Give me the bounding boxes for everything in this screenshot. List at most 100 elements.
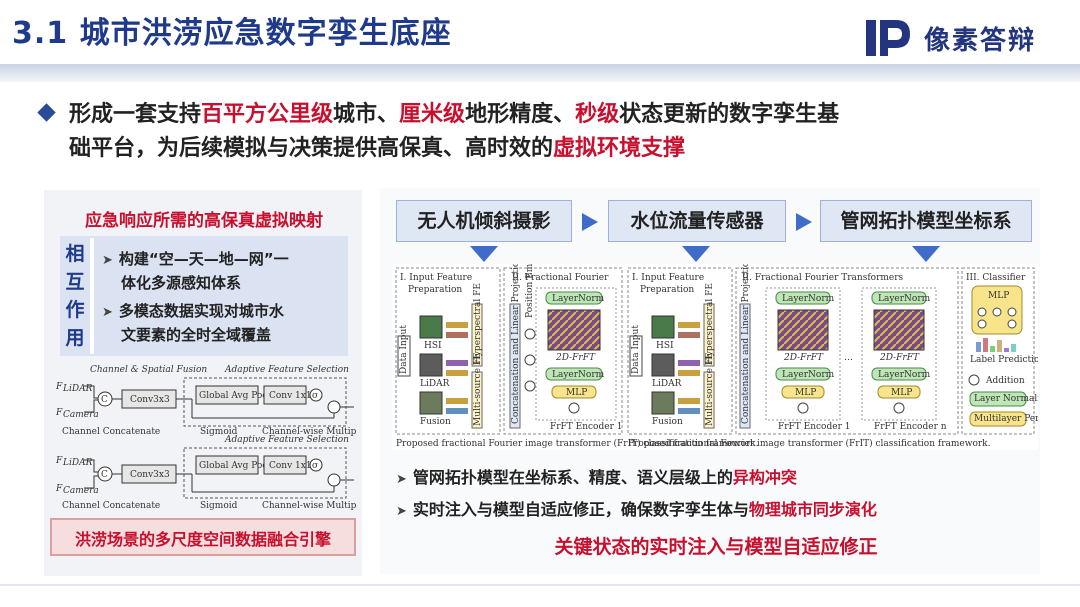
headline-highlight: 虚拟环境支撑 <box>553 136 686 161</box>
section-title: Preparation <box>408 285 462 295</box>
frft-label: 2D-FrFT <box>555 353 596 363</box>
hsi-label: HSI <box>424 341 442 351</box>
down-arrow-icon <box>912 246 940 262</box>
gap-block <box>195 385 259 405</box>
legend-multiply: Channel-wise Multiply <box>262 501 356 511</box>
diagram-title-right: Adaptive Feature Selection <box>224 435 349 445</box>
title-divider <box>0 64 1080 82</box>
conv1x1-block <box>263 385 307 405</box>
item-text: 构建“空—天—地—网”一 <box>118 250 289 268</box>
layernorm-legend-label: Layer Normalization <box>974 394 1038 404</box>
hsi-label: HSI <box>656 341 674 351</box>
gap-label: Global Avg Pool <box>199 391 271 401</box>
lidar-label: LiDAR <box>652 379 682 389</box>
layernorm-label: LayerNorm <box>552 370 605 380</box>
bullet-text: 实时注入与模型自适应修正，确保数字孪生体与 <box>412 500 749 519</box>
frft-image <box>547 309 601 351</box>
layernorm-label: LayerNorm <box>782 294 835 304</box>
concat-symbol: C <box>101 395 108 405</box>
bullet-text: 管网拓扑模型在坐标系、精度、语义层级上的 <box>412 468 733 487</box>
figure-panel-3: I. Input Feature Preparation Data Input … <box>627 267 733 435</box>
gap-block <box>195 455 259 475</box>
data-input-label: Data Input <box>631 325 641 374</box>
headline-text: 础平台，为后续模拟与决策提供高保真、高时效的 <box>69 136 554 161</box>
legend-multiply: Channel-wise Multiply <box>262 427 356 437</box>
add-node <box>568 402 580 414</box>
left-heading: 应急响应所需的高保真虚拟映射 <box>85 211 323 231</box>
right-bullet-2: ➤实时注入与模型自适应修正，确保数字孪生体与物理城市同步演化 <box>396 496 1036 520</box>
layernorm-label: LayerNorm <box>878 370 931 380</box>
concat-projection <box>509 303 521 429</box>
headline-highlight: 百平方公里级 <box>201 102 334 127</box>
mlp-legend-label: Multilayer Perceptron <box>974 414 1038 424</box>
side-label: 相 互 作 用 <box>62 240 88 352</box>
legend-concat: Channel Concatenate <box>62 501 160 511</box>
hyperspectral-fe <box>471 303 483 367</box>
mlp-label: MLP <box>891 388 912 398</box>
mlp-label: MLP <box>795 388 816 398</box>
source-box-2: 水位流量传感器 <box>608 200 786 242</box>
section-title: II. Fractional Fourier <box>512 273 609 283</box>
left-footer-box <box>50 518 356 556</box>
concat-label: Concatenation and Linear Projection <box>511 264 521 424</box>
conv1x1-block <box>263 455 307 475</box>
interaction-item-2: ➤多模态数据实现对城市水 文要素的全时全域覆盖 <box>102 300 347 346</box>
source-box-1: 无人机倾斜摄影 <box>396 200 572 242</box>
side-divider <box>90 238 94 354</box>
data-input-box <box>397 335 411 377</box>
item-text: 文要素的全时全域覆盖 <box>121 326 272 344</box>
mlp-legend <box>969 411 1027 427</box>
input-label: Camera <box>63 410 99 420</box>
brand-icon <box>866 20 910 56</box>
layernorm-label: LayerNorm <box>552 294 605 304</box>
interaction-item-1: ➤构建“空—天—地—网”一 体化多源感知体系 <box>102 248 347 294</box>
input-label: LiDAR <box>62 384 93 394</box>
conv1x1-label: Conv 1x1 <box>269 391 312 401</box>
diagram-title-left: Channel & Spatial Fusion <box>90 365 207 375</box>
brand-logo: 像素答辩 <box>862 16 1068 60</box>
arrow-bullet-icon: ➤ <box>102 253 113 268</box>
mlp-label: MLP <box>988 291 1009 301</box>
diamond-bullet-icon <box>37 103 56 122</box>
left-footer-text: 洪涝场景的多尺度空间数据融合引擎 <box>74 530 331 549</box>
encoder-label: FrFT Encoder n <box>874 422 947 432</box>
afs-region <box>183 377 347 427</box>
multi-label: Multi-source FE <box>705 352 715 426</box>
right-footer-text: 关键状态的实时注入与模型自适应修正 <box>554 536 878 558</box>
figure-caption: Proposed fractional Fourier image transf… <box>628 438 991 449</box>
multi-label: Multi-source FE <box>473 352 483 426</box>
bullet-highlight: 异构冲突 <box>732 468 797 487</box>
side-char: 用 <box>65 327 85 349</box>
fusion-block-1: Channel & Spatial Fusion Adaptive Featur… <box>55 365 356 437</box>
input-label: F <box>55 382 63 392</box>
figure-panel-1: I. Input Feature Preparation Data Input … <box>395 267 501 435</box>
side-char: 作 <box>65 299 85 321</box>
brand-name: 像素答辩 <box>924 26 1037 56</box>
legend-sigmoid: Sigmoid <box>200 501 238 511</box>
bottom-divider <box>0 584 1080 586</box>
hyper-label: Hyperspectral FE <box>705 283 715 364</box>
down-arrow-icon <box>470 246 498 262</box>
label-prediction: Label Prediction <box>970 355 1038 365</box>
figure-panel-5: III. Classifier MLP Label Prediction Add… <box>961 267 1038 435</box>
fusion-block-2: Adaptive Feature Selection F LiDAR F Cam… <box>55 435 356 511</box>
section-title: II. Fractional Fourier Transformers <box>742 273 904 283</box>
page-title: 3.1 城市洪涝应急数字孪生底座 <box>12 16 452 51</box>
input-label: Camera <box>63 486 99 496</box>
input-label: LiDAR <box>62 458 93 468</box>
layernorm-label: LayerNorm <box>782 370 835 380</box>
input-label: F <box>55 456 63 466</box>
legend-concat: Channel Concatenate <box>62 427 160 437</box>
side-char: 互 <box>65 271 85 293</box>
addition-label: Addition <box>985 376 1025 386</box>
arrow-bullet-icon: ➤ <box>396 472 407 487</box>
figure-panel-2: II. Fractional Fourier Concatenation and… <box>503 264 623 435</box>
section-title: III. Classifier <box>966 273 1026 283</box>
conv1x1-label: Conv 1x1 <box>269 461 312 471</box>
multiply-node <box>327 400 341 414</box>
ellipsis: … <box>844 353 853 363</box>
legend-sigmoid: Sigmoid <box>200 427 238 437</box>
hyper-label: Hyperspectral FE <box>473 283 483 364</box>
fusion-cube <box>419 391 443 415</box>
headline-highlight: 秒级 <box>575 102 620 127</box>
